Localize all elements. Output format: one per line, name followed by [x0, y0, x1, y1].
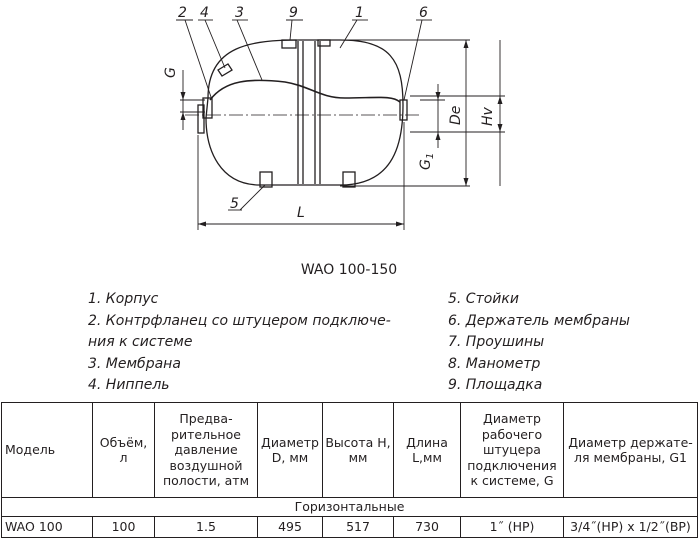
legend-left: 1. Корпус 2. Контрфланец со штуцером под… — [88, 289, 391, 397]
legend-item: 5. Стойки — [448, 291, 519, 307]
col-header-model: Модель — [1, 402, 93, 498]
col-header-holder: Диаметр держате-ля мембраны, G1 — [563, 402, 698, 498]
right-holder — [399, 99, 408, 121]
membrane-line — [209, 79, 401, 103]
col-header-height: Высота H, мм — [322, 402, 394, 498]
spec-table: Модель Объём, л Предва-рительное давлени… — [1, 402, 698, 538]
callout-1: 1 — [355, 5, 364, 21]
legend-item: 3. Мембрана — [88, 355, 181, 372]
cell-volume: 100 — [92, 516, 155, 538]
cell-height: 517 — [322, 516, 394, 538]
cell-pressure: 1.5 — [154, 516, 258, 538]
callout-5: 5 — [230, 196, 239, 212]
legend-item: 7. Проушины — [448, 334, 545, 350]
dim-g1-subscript: 1 — [425, 153, 436, 159]
foot-right — [342, 171, 356, 188]
dim-hv-label: Hv — [480, 106, 496, 126]
callout-3: 3 — [235, 5, 244, 21]
callout-6: 6 — [419, 5, 428, 21]
table-group-row: Горизонтальные — [1, 497, 698, 517]
tank-body — [205, 39, 404, 186]
col-header-fitting: Диаметр рабочего штуцера подключения к с… — [460, 402, 564, 498]
col-header-volume: Объём, л — [92, 402, 155, 498]
group-label: Горизонтальные — [1, 497, 698, 517]
col-header-diameter: Диаметр D, мм — [257, 402, 323, 498]
callout-2: 2 — [178, 5, 187, 21]
dim-g-label: G — [163, 67, 179, 78]
dim-g1-text: G — [418, 159, 434, 170]
legend-item: 6. Держатель мембраны — [448, 312, 630, 329]
dim-g1-label: G1 — [418, 153, 436, 170]
cell-length: 730 — [393, 516, 461, 538]
cell-model: WAO 100 — [1, 516, 93, 538]
diagram-caption: WAO 100-150 — [300, 262, 398, 278]
col-header-pressure: Предва-рительное давление воздушной поло… — [154, 402, 258, 498]
table-row: WAO 100 100 1.5 495 517 730 1˝ (НР) 3/4˝… — [1, 516, 698, 538]
legend-item: ния к системе — [88, 334, 193, 350]
top-platform — [281, 39, 297, 49]
callout-4: 4 — [200, 5, 209, 21]
dim-l-label: L — [297, 205, 305, 221]
foot-left — [259, 171, 273, 188]
col-header-length: Длина L,мм — [393, 402, 461, 498]
legend-item: 4. Ниппель — [88, 377, 170, 393]
cell-diameter: 495 — [257, 516, 323, 538]
legend-item: 8. Манометр — [448, 355, 541, 372]
table-header-row: Модель Объём, л Предва-рительное давлени… — [1, 402, 698, 498]
tank-drawing: 2 4 3 9 1 6 5 G G1 De Hv L — [163, 5, 505, 230]
legend-item: 1. Корпус — [88, 291, 159, 307]
callout-9: 9 — [289, 5, 298, 21]
nipple — [217, 63, 233, 77]
legend-item: 9. Площадка — [448, 377, 543, 393]
legend-item: 2. Контрфланец со штуцером подключе- — [88, 312, 391, 329]
legend-right: 5. Стойки 6. Держатель мембраны 7. Проуш… — [448, 289, 630, 397]
left-flange — [202, 97, 213, 119]
cell-holder: 3/4˝(НР) х 1/2˝(ВР) — [563, 516, 698, 538]
cell-fitting: 1˝ (НР) — [460, 516, 564, 538]
dim-de-label: De — [448, 106, 464, 125]
